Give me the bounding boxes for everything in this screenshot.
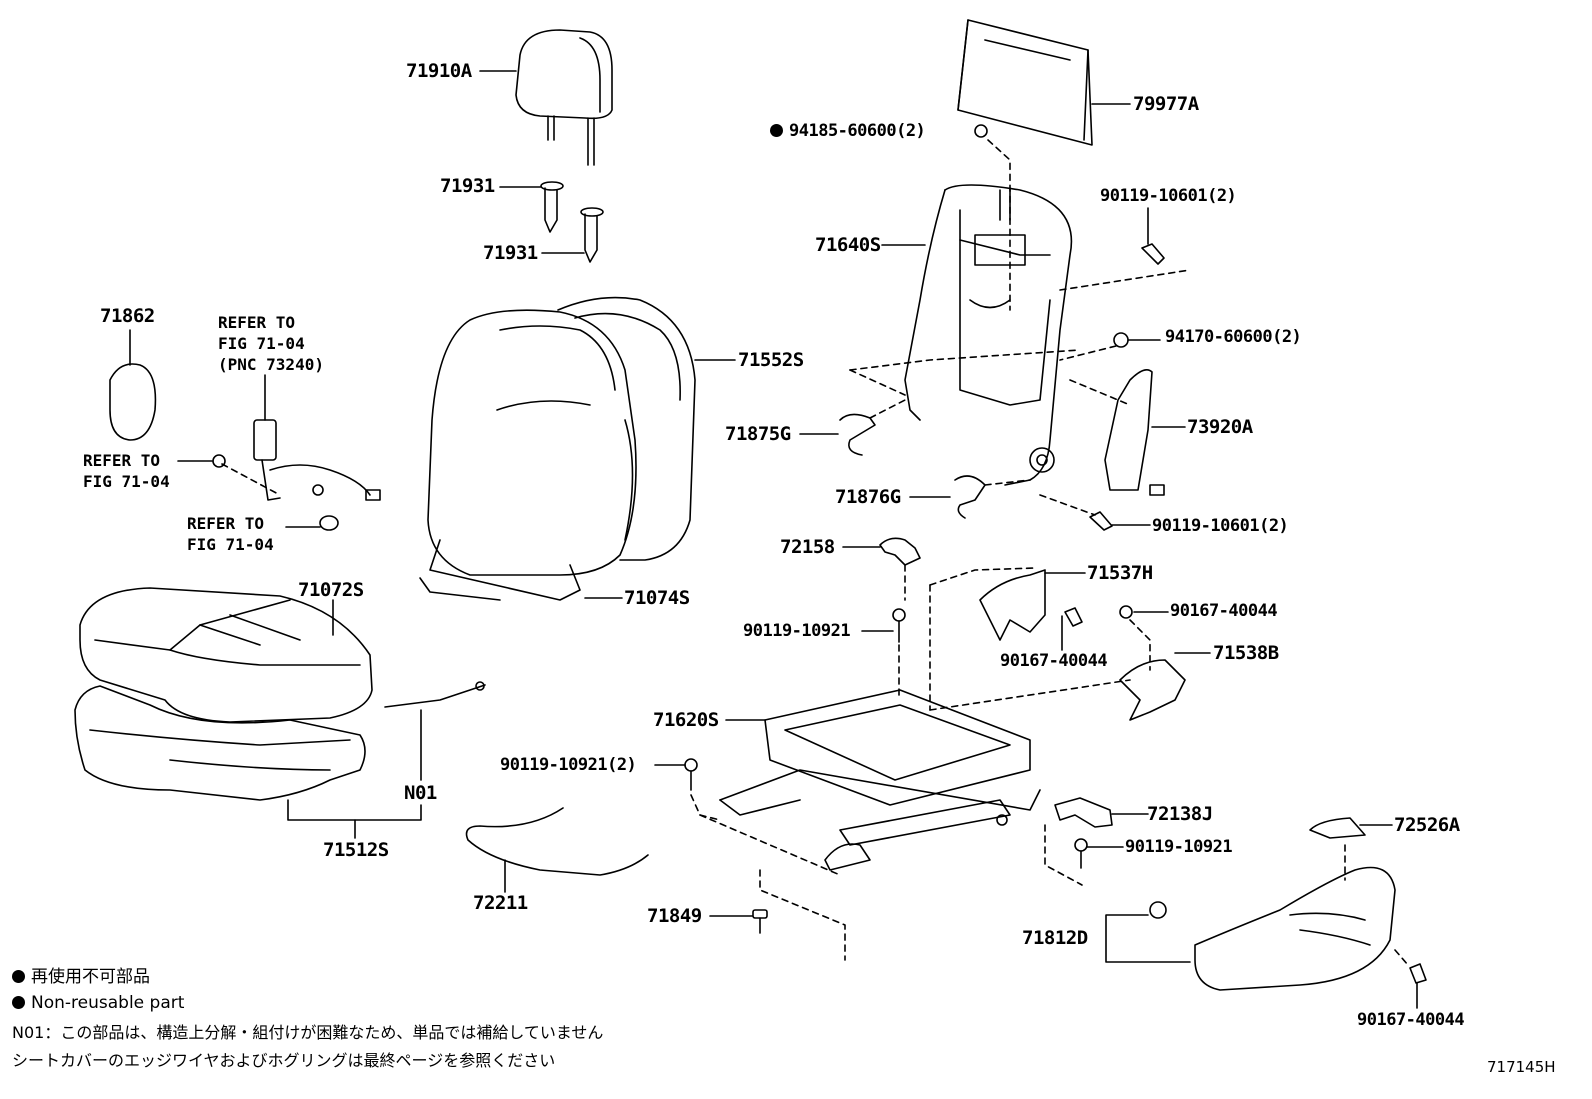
label-screw-71537: 90167-40044 [1000,651,1108,671]
non-reusable-marker [12,996,25,1009]
seat-belt-buckle [253,419,381,501]
screw-bottom [1409,963,1427,984]
part-71862-cap [109,363,157,441]
bolt-top-right [1141,243,1165,265]
label-trim-box: 79977A [1133,93,1199,115]
label-73920a: 73920A [1187,416,1253,438]
screw-71538 [1119,605,1133,619]
seat-adjuster [719,689,1041,871]
label-adjuster: 71620S [653,709,719,731]
label-71812d: 71812D [1022,927,1088,949]
seatback-pad [419,309,637,601]
seatback-cover [557,296,696,561]
label-71875g: 71875G [725,423,791,445]
legend-jp: 再使用不可部品 [12,966,150,988]
label-71537h: 71537H [1087,562,1153,584]
bolt-72158 [892,608,906,643]
label-back-pad-lower: 71074S [624,587,690,609]
clip-71812d [1149,901,1167,919]
nut-left [212,454,226,468]
label-bolt-mid-right: 90119-10601(2) [1152,516,1289,536]
legend-en: Non-reusable part [12,992,184,1014]
note-edge-wire: シートカバーのエッジワイヤおよびホグリングは最終ページを参照ください [12,1051,556,1070]
part-71876g [954,475,986,519]
label-bolt-adjuster: 90119-10921(2) [500,755,637,775]
seatback-frame [904,184,1073,486]
cushion-cover [79,587,373,723]
label-72526a: 72526A [1394,814,1460,836]
headrest [515,29,613,166]
label-back-frame: 71640S [815,234,881,256]
washer-left [319,515,339,531]
label-cushion-cover: 71072S [298,579,364,601]
nut-top [974,124,988,138]
label-bolt-72158: 90119-10921 [743,621,851,641]
label-bolt-top-right: 90119-10601(2) [1100,186,1237,206]
bolt-mid-right [1089,511,1113,531]
bolt-72138 [1074,838,1088,869]
bolt-adjuster [684,758,698,791]
bracket-71537h [979,569,1046,641]
label-71538b: 71538B [1213,642,1279,664]
label-n01: N01 [404,782,437,804]
note-n01: N01：この部品は、構造上分解・組付けが困難なため、単品では補給していません [12,1023,604,1042]
edge-wire-n01 [384,681,486,708]
headrest-guide-1 [540,181,564,233]
wire-72211 [465,807,649,876]
label-71876g: 71876G [835,486,901,508]
nut-mid [1113,332,1129,348]
cushion-assy [74,685,366,801]
cap-72526a [1309,817,1366,839]
label-screw-71538: 90167-40044 [1170,601,1278,621]
label-72138j: 72138J [1147,803,1213,825]
label-bolt-72138: 90119-10921 [1125,837,1233,857]
side-cover-73920a [1104,369,1165,496]
label-guide-2: 71931 [483,242,538,264]
label-headrest: 71910A [406,60,472,82]
part-71875g [839,413,876,456]
label-71849: 71849 [647,905,702,927]
label-71862: 71862 [100,305,155,327]
bracket-72158 [879,537,921,566]
label-screw-bottom: 90167-40044 [1357,1010,1465,1030]
label-nut-top: 94185-60600(2) [770,121,926,141]
label-72158: 72158 [780,536,835,558]
label-nut-mid: 94170-60600(2) [1165,327,1302,347]
bolt-71849 [752,909,768,934]
label-back-cover: 71552S [738,349,804,371]
bracket-72138j [1054,797,1113,828]
side-shield-71812d [1194,866,1396,991]
screw-71537 [1064,607,1083,627]
label-cushion-assy: 71512S [323,839,389,861]
trim-panel-79977a [957,19,1093,146]
figure-id: 717145H [1487,1058,1556,1076]
label-guide-1: 71931 [440,175,495,197]
headrest-guide-2 [580,207,604,263]
label-wire-72211: 72211 [473,892,528,914]
non-reusable-marker [12,970,25,983]
bracket-71538b [1119,659,1186,721]
non-reusable-marker [770,124,783,137]
